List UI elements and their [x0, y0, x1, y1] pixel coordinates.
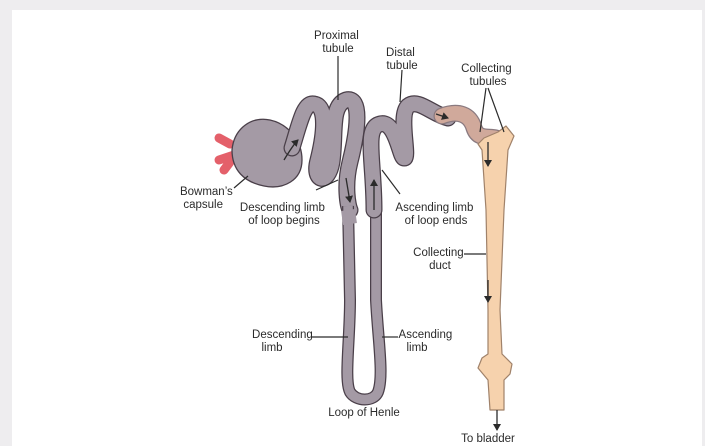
- svg-text:Descending limb of loop: Descending limb of loop begins: [240, 202, 328, 227]
- svg-text:Ascending limb of loop e: Ascending limb of loop ends: [395, 202, 476, 227]
- label-bowmans-capsule-2: capsule: [183, 199, 223, 211]
- descending-wide-shape: [348, 210, 350, 224]
- svg-text:Descending limb: Descending limb: [252, 329, 316, 354]
- label-descending-limb-2: limb: [261, 342, 282, 354]
- label-proximal-tubule-2: tubule: [322, 43, 353, 55]
- label-proximal-tubule-1: Proximal: [314, 30, 359, 42]
- label-ascending-limb-1: Ascending: [399, 329, 453, 341]
- label-collecting-tubules-1: Collecting: [461, 63, 512, 75]
- label-distal-tubule-1: Distal: [386, 47, 415, 59]
- collecting-duct-shape: [478, 126, 514, 410]
- label-ascending-limb-ends-1: Ascending limb: [395, 202, 473, 214]
- svg-text:Proximal tubule: Proximal tubule: [314, 30, 362, 55]
- label-descending-limb-begins-1: Descending limb: [240, 202, 325, 214]
- label-distal-tubule-2: tubule: [386, 60, 417, 72]
- svg-text:Bowman’s capsule: Bowman’s capsule: [180, 186, 236, 211]
- label-to-bladder: To bladder: [461, 433, 515, 445]
- svg-text:Ascending limb: Ascending limb: [399, 329, 456, 354]
- label-descending-limb-begins-2: of loop begins: [248, 215, 320, 227]
- label-bowmans-capsule-1: Bowman’s: [180, 186, 233, 198]
- svg-text:Collecting duct: Collecting duct: [413, 247, 467, 272]
- label-collecting-duct-1: Collecting: [413, 247, 464, 259]
- diagram-canvas: Proximal tubule Distal tubule Collecting…: [12, 10, 702, 446]
- label-descending-limb-1: Descending: [252, 329, 313, 341]
- nephron-diagram: Proximal tubule Distal tubule Collecting…: [12, 10, 702, 446]
- label-collecting-duct-2: duct: [429, 260, 452, 272]
- label-ascending-limb-ends-2: of loop ends: [405, 215, 468, 227]
- label-ascending-limb-2: limb: [406, 342, 427, 354]
- svg-text:Distal tubule: Distal tubule: [386, 47, 418, 72]
- label-collecting-tubules-2: tubules: [469, 76, 506, 88]
- svg-text:Collecting tubules: Collecting tubules: [461, 63, 515, 88]
- label-loop-of-henle: Loop of Henle: [328, 407, 400, 419]
